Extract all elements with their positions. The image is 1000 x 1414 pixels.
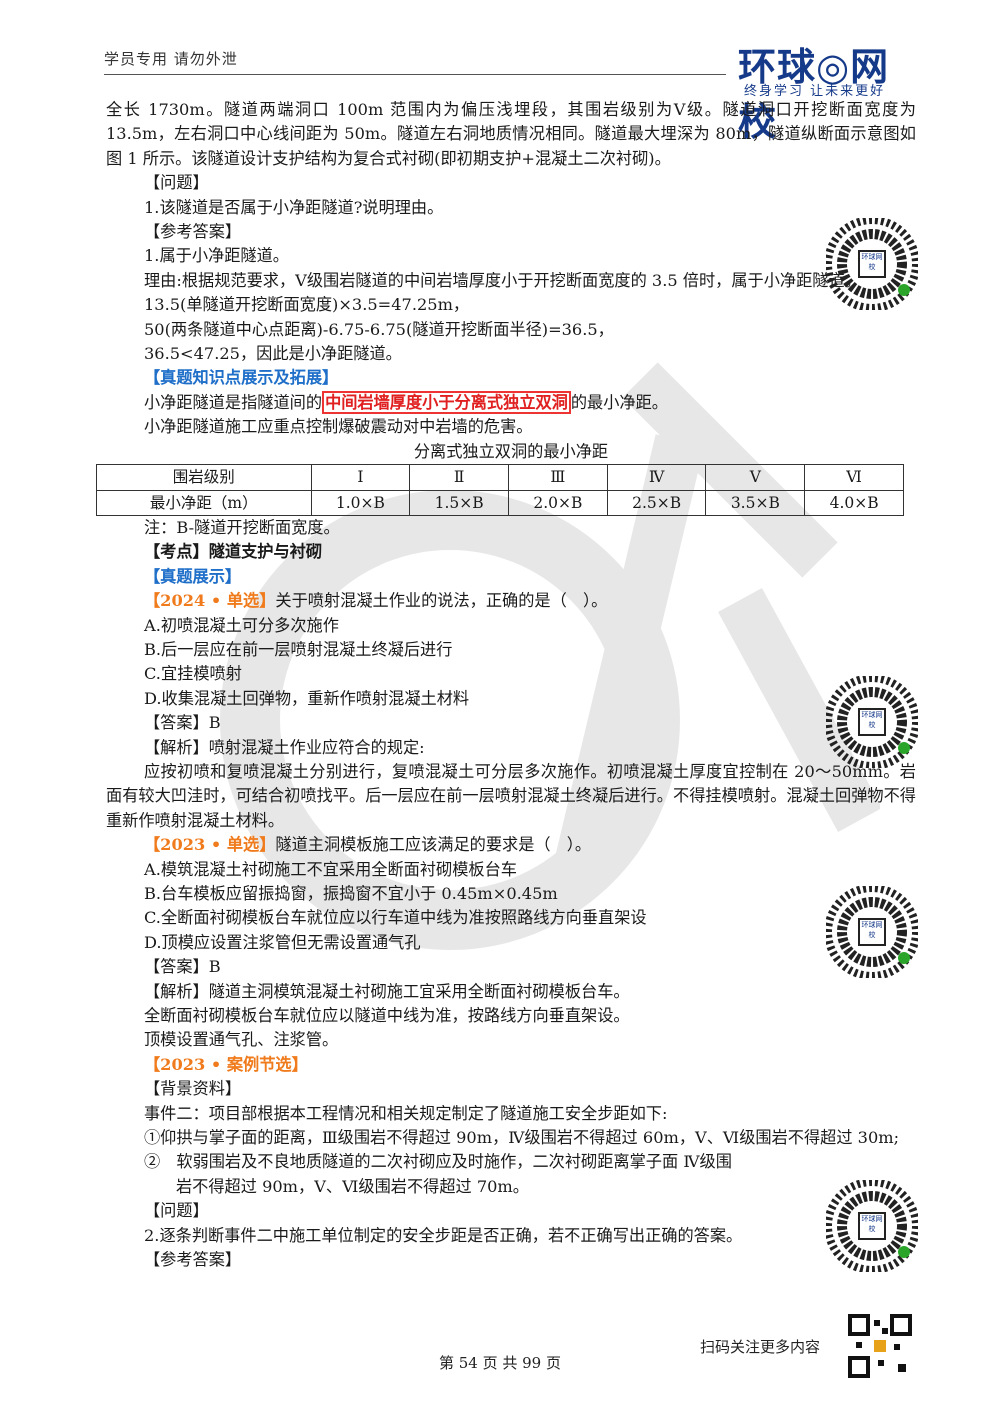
table-cell: 3.5×B xyxy=(705,489,806,516)
answer-label-2: 【参考答案】 xyxy=(144,1250,242,1270)
option-item: A.模筑混凝土衬砌施工不宜采用全断面衬砌模板台车 xyxy=(144,859,517,879)
key-point-label: 【考点】 xyxy=(144,542,209,562)
table-title: 分离式独立双洞的最小净距 xyxy=(413,441,609,461)
question-label: 【问题】 xyxy=(144,173,209,193)
calc-line-2: 50(两条隧道中心点距离)-6.75-6.75(隧道开挖断面半径)=36.5， xyxy=(144,319,614,339)
explanation-2023-3: 顶模设置通气孔、注浆管。 xyxy=(144,1030,339,1050)
qr-label: 环球网校 xyxy=(858,1212,886,1240)
key-point: 【考点】隧道支护与衬砌 xyxy=(106,540,916,564)
table-cell: 1.0×B xyxy=(310,489,411,516)
table-cell: 2.5×B xyxy=(606,489,707,516)
qr-label: 环球网校 xyxy=(858,708,886,736)
extension-label: 【真题知识点展示及拓展】 xyxy=(144,368,339,388)
intro-paragraph: 全长 1730m。隧道两端洞口 100m 范围内为偏压浅埋段，其围岩级别为Ⅴ级。… xyxy=(106,100,916,168)
definition-text-2: 小净距隧道施工应重点控制爆破震动对中岩墙的危害。 xyxy=(144,417,533,437)
table-row: 最小净距（m） 1.0×B 1.5×B 2.0×B 2.5×B 3.5×B 4.… xyxy=(96,489,904,516)
definition-highlight: 中间岩墙厚度小于分离式独立双洞 xyxy=(322,390,571,414)
question-2024-tag: 【2024 • 单选】 xyxy=(144,591,276,611)
calc-line-1: 13.5(单隧道开挖断面宽度)×3.5=47.25m， xyxy=(144,295,470,315)
event-item-2: ② 软弱围岩及不良地质隧道的二次衬砌应及时施作，二次衬砌距离掌子面 Ⅳ级围 xyxy=(144,1152,732,1172)
answer-label: 【参考答案】 xyxy=(144,222,242,242)
page-number: 第 54 页 共 99 页 xyxy=(438,1354,561,1372)
question-2024: 【2024 • 单选】关于喷射混凝土作业的说法，正确的是（ ）。 xyxy=(106,589,916,613)
table-cell: 4.0×B xyxy=(804,489,904,516)
reason-text: 理由:根据规范要求，Ⅴ级围岩隧道的中间岩墙厚度小于开挖断面宽度的 3.5 倍时，… xyxy=(144,270,861,290)
table-cell: 最小净距（m） xyxy=(96,489,312,516)
document-body: 全长 1730m。隧道两端洞口 100m 范围内为偏压浅埋段，其围岩级别为Ⅴ级。… xyxy=(96,98,916,1273)
table-cell: 围岩级别 xyxy=(96,464,312,491)
logo: 环球◎网校 终身学习 让未来更好 xyxy=(738,40,918,144)
table-cell: Ⅱ xyxy=(409,464,509,491)
question-1: 1.该隧道是否属于小净距隧道?说明理由。 xyxy=(144,197,444,217)
table-cell: Ⅲ xyxy=(508,464,608,491)
explanation-2024: 应按初喷和复喷混凝土分别进行，复喷混凝土可分层多次施作。初喷混凝土厚度宜控制在 … xyxy=(106,761,916,830)
event-2: 事件二：项目部根据本工程情况和相关规定制定了隧道施工安全步距如下: xyxy=(144,1103,668,1123)
answer-1: 1.属于小净距隧道。 xyxy=(144,246,289,266)
definition-prefix: 小净距隧道是指隧道间的 xyxy=(144,392,323,412)
explanation-2024-label: 【解析】喷射混凝土作业应符合的规定: xyxy=(144,737,425,757)
distance-table: 围岩级别 Ⅰ Ⅱ Ⅲ Ⅳ Ⅴ Ⅵ 最小净距（m） 1.0×B 1.5×B 2.0… xyxy=(96,464,904,516)
logo-slogan: 终身学习 让未来更好 xyxy=(744,84,886,99)
question-2023: 【2023 • 单选】隧道主洞模板施工应该满足的要求是（ ）。 xyxy=(106,833,916,857)
qr-code-icon[interactable]: 环球网校 xyxy=(824,216,920,312)
calc-line-3: 36.5<47.25，因此是小净距隧道。 xyxy=(144,344,402,364)
definition-suffix: 的最小净距。 xyxy=(570,392,668,412)
table-cell: 2.0×B xyxy=(508,489,608,516)
option-item: C.全断面衬砌模板台车就位应以行车道中线为准按照路线方向垂直架设 xyxy=(144,908,647,928)
answer-2023: 【答案】B xyxy=(144,957,221,977)
logo-text: 环球◎网校 xyxy=(738,45,890,144)
question-2023-stem: 隧道主洞模板施工应该满足的要求是（ ）。 xyxy=(275,835,592,855)
scan-prompt: 扫码关注更多内容 xyxy=(700,1338,821,1356)
table-note: 注：B-隧道开挖断面宽度。 xyxy=(144,517,340,537)
table-header-row: 围岩级别 Ⅰ Ⅱ Ⅲ Ⅳ Ⅴ Ⅵ xyxy=(96,464,904,491)
event-item-2-cont: 岩不得超过 90m，Ⅴ、Ⅵ级围岩不得超过 70m。 xyxy=(176,1176,529,1196)
option-item: C.宜挂模喷射 xyxy=(144,664,242,684)
definition-text: 小净距隧道是指隧道间的中间岩墙厚度小于分离式独立双洞的最小净距。 xyxy=(106,390,916,415)
qr-label: 环球网校 xyxy=(858,918,886,946)
option-item: A.初喷混凝土可分多次施作 xyxy=(144,615,339,635)
question-2024-stem: 关于喷射混凝土作业的说法，正确的是（ ）。 xyxy=(275,591,608,611)
qr-code-icon[interactable]: 环球网校 xyxy=(824,1178,920,1274)
qr-code-icon[interactable]: 环球网校 xyxy=(824,674,920,770)
header-left-text: 学员专用 请勿外泄 xyxy=(104,50,238,68)
event-item-1: ①仰拱与掌子面的距离，Ⅲ级围岩不得超过 90m，Ⅳ级围岩不得超过 60m，Ⅴ、Ⅵ… xyxy=(144,1128,900,1148)
real-question-label: 【真题展示】 xyxy=(144,566,242,586)
footer-qr-code-icon[interactable] xyxy=(848,1314,912,1378)
qr-label: 环球网校 xyxy=(858,250,886,278)
table-cell: Ⅳ xyxy=(606,464,707,491)
option-item: B.台车模板应留振捣窗，振捣窗不宜小于 0.45m×0.45m xyxy=(144,884,558,903)
qr-code-icon[interactable]: 环球网校 xyxy=(824,884,920,980)
table-cell: Ⅰ xyxy=(310,464,411,491)
table-cell: Ⅵ xyxy=(804,464,904,491)
answer-2024: 【答案】B xyxy=(144,713,221,733)
table-cell: 1.5×B xyxy=(409,489,509,516)
question-2023-tag: 【2023 • 单选】 xyxy=(144,835,276,855)
table-cell: Ⅴ xyxy=(705,464,806,491)
header-divider xyxy=(104,74,726,75)
question-label-2: 【问题】 xyxy=(144,1201,209,1221)
explanation-2023-2: 全断面衬砌模板台车就位应以隧道中线为准，按路线方向垂直架设。 xyxy=(144,1006,630,1026)
background-label: 【背景资料】 xyxy=(144,1079,242,1099)
explanation-2023-1: 【解析】隧道主洞模筑混凝土衬砌施工宜采用全断面衬砌模板台车。 xyxy=(144,981,630,1001)
option-item: D.收集混凝土回弹物，重新作喷射混凝土材料 xyxy=(144,688,470,708)
case-tag: 【2023 • 案例节选】 xyxy=(144,1054,308,1074)
question-2: 2.逐条判断事件二中施工单位制定的安全步距是否正确，若不正确写出正确的答案。 xyxy=(144,1225,743,1245)
option-item: B.后一层应在前一层喷射混凝土终凝后进行 xyxy=(144,639,453,659)
key-point-text: 隧道支护与衬砌 xyxy=(208,542,323,562)
option-item: D.顶模应设置注浆管但无需设置通气孔 xyxy=(144,932,421,952)
